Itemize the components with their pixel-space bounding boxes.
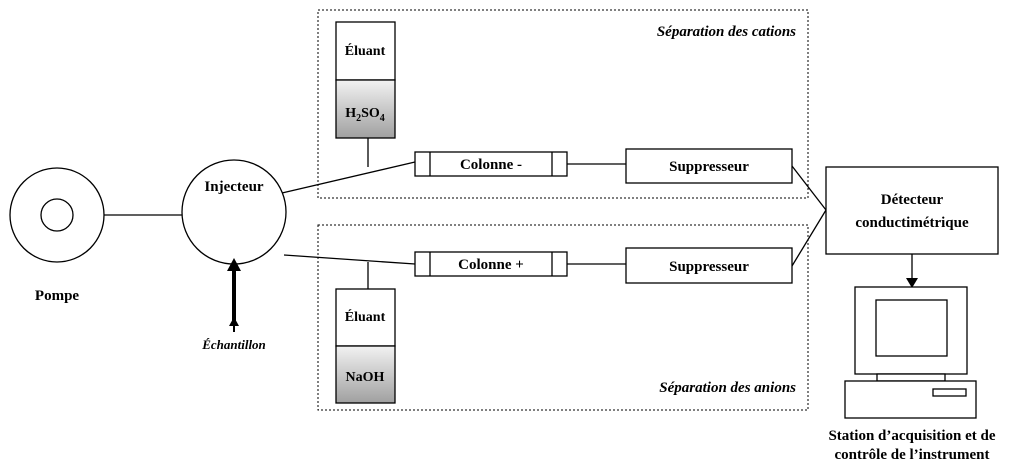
cation-column xyxy=(414,151,568,177)
cation-eluent-reservoir xyxy=(335,21,396,139)
anion-separation-frame xyxy=(317,224,809,411)
cation-eluent-reagent: H2SO4 xyxy=(345,106,385,124)
cation-suppressor-label: Suppresseur xyxy=(669,159,749,175)
pump-label: Pompe xyxy=(35,288,80,304)
anion-eluent-reservoir xyxy=(335,288,396,404)
injector-label: Injecteur xyxy=(204,179,263,195)
workstation-label-line1: Station d’acquisition et de xyxy=(828,428,995,444)
anion-column-label: Colonne + xyxy=(458,257,524,273)
cation-eluent-label: Éluant xyxy=(345,42,386,59)
anion-suppressor xyxy=(625,247,793,284)
anion-eluent-reagent: NaOH xyxy=(346,370,385,385)
detector-label-line2: conductimétrique xyxy=(855,215,969,231)
injector xyxy=(181,159,287,265)
sample-label: Échantillon xyxy=(201,337,266,352)
pump xyxy=(9,167,105,263)
cation-detector-line xyxy=(791,165,827,211)
conductivity-detector xyxy=(825,166,999,255)
anion-eluent-label: Éluant xyxy=(345,308,386,325)
computer-icon xyxy=(844,286,977,419)
detector-computer-arrowhead xyxy=(906,278,918,288)
cation-suppressor xyxy=(625,148,793,184)
anion-section-title: Séparation des anions xyxy=(659,380,796,396)
anion-detector-line xyxy=(791,209,827,267)
detector-label-line1: Détecteur xyxy=(881,192,944,208)
workstation-label-line2: contrôle de l’instrument xyxy=(835,447,990,463)
cation-section-title: Séparation des cations xyxy=(657,24,796,40)
cation-column-label: Colonne - xyxy=(460,157,522,173)
injector-cation-line xyxy=(281,161,416,194)
sample-arrow xyxy=(227,258,241,332)
anion-suppressor-label: Suppresseur xyxy=(669,259,749,275)
injector-anion-line xyxy=(283,254,416,265)
anion-column xyxy=(414,251,568,277)
cation-separation-frame xyxy=(317,9,809,199)
